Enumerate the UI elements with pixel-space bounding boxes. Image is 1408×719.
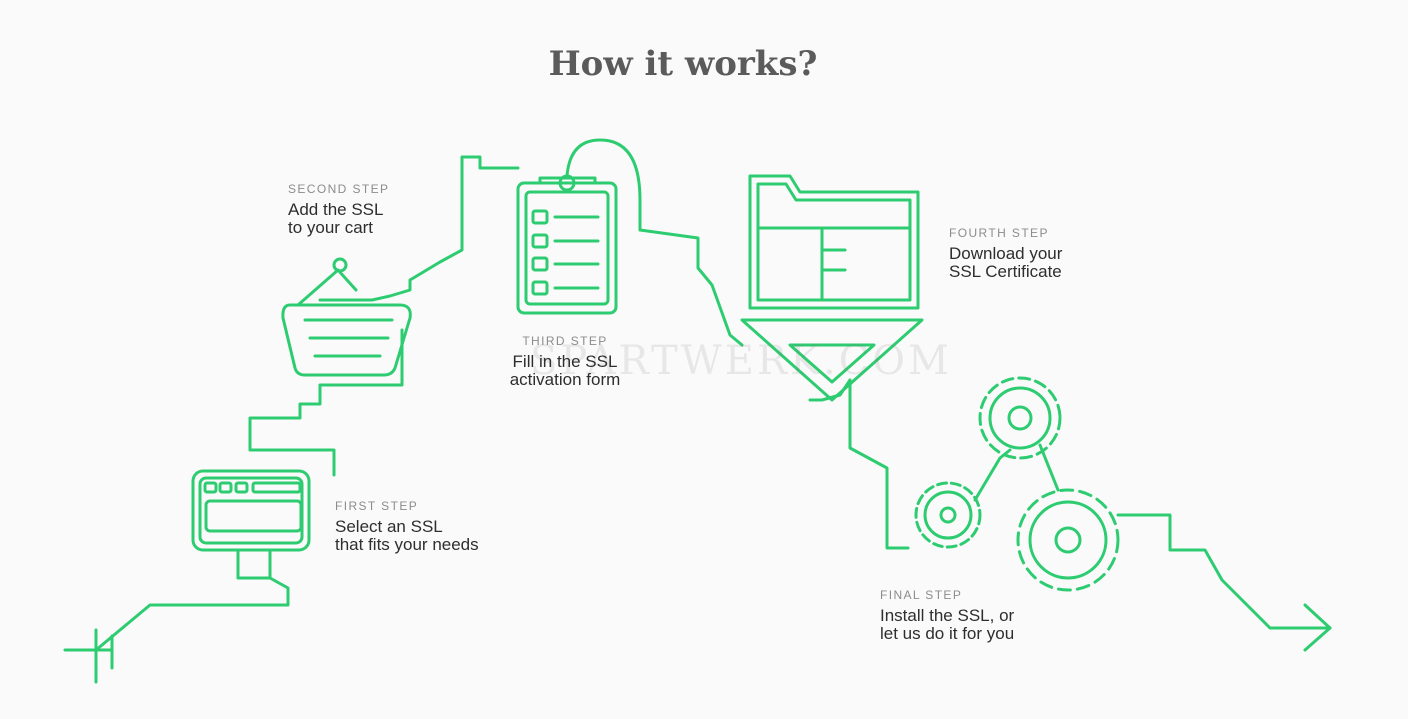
start-arrow-tail bbox=[63, 628, 114, 684]
step-5: FINAL STEP Install the SSL, or let us do… bbox=[880, 588, 1014, 643]
step-label: FOURTH STEP bbox=[949, 226, 1049, 240]
step-label: FINAL STEP bbox=[880, 588, 963, 602]
step-label: FIRST STEP bbox=[335, 499, 419, 513]
step-description: Fill in the SSL activation form bbox=[509, 352, 621, 389]
step-1: FIRST STEP Select an SSL that fits your … bbox=[335, 499, 479, 554]
monitor-icon bbox=[191, 469, 311, 580]
step-label: SECOND STEP bbox=[288, 182, 390, 196]
step-4: FOURTH STEP Download your SSL Certificat… bbox=[949, 226, 1062, 281]
step-2: SECOND STEP Add the SSL to your cart bbox=[288, 182, 389, 237]
step-3: THIRD STEP Fill in the SSL activation fo… bbox=[490, 334, 640, 389]
end-arrow-head bbox=[1303, 603, 1332, 652]
step-description: Download your SSL Certificate bbox=[949, 244, 1063, 281]
clipboard-icon bbox=[516, 138, 642, 315]
step-label: THIRD STEP bbox=[522, 334, 608, 348]
watermark: SPARTWERK.COM bbox=[530, 338, 953, 384]
flow-line bbox=[94, 155, 1332, 652]
step-description: Select an SSL that fits your needs bbox=[335, 517, 479, 554]
step-description: Add the SSL to your cart bbox=[288, 200, 384, 237]
basket-icon bbox=[281, 257, 412, 377]
gears-icon bbox=[914, 376, 1120, 592]
folder-download-icon bbox=[740, 174, 924, 402]
step-description: Install the SSL, or let us do it for you bbox=[880, 606, 1015, 643]
page-title: How it works? bbox=[548, 44, 818, 84]
